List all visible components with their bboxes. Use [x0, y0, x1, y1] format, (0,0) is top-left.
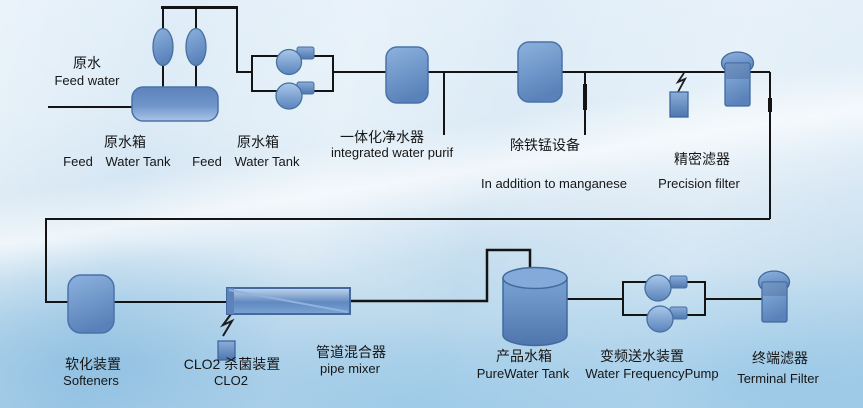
water-tank-2-label-zh: 原水箱 — [237, 134, 279, 150]
product-water-tank-vessel — [502, 266, 568, 347]
softener-label-en: Softeners — [63, 373, 119, 388]
feed-water-label-en: Feed water — [54, 73, 120, 88]
loop-pump-1 — [275, 48, 303, 76]
water-tank-1-label-en: Water Tank — [105, 154, 171, 169]
dosing-point-top — [669, 72, 689, 118]
purifier-label-zh: 一体化净水器 — [340, 129, 424, 145]
terminal-filter-label-en: Terminal Filter — [737, 371, 819, 386]
terminal-filter-vessel — [757, 270, 791, 323]
frequency-pumps — [644, 274, 688, 333]
feed-water-tank-1-vessel — [131, 27, 219, 122]
product-tank-label-en: PureWater Tank — [476, 366, 570, 381]
mixer-diagonal — [228, 289, 349, 313]
clo2-dosing-point — [217, 313, 236, 361]
pipe-header-drop — [236, 7, 253, 73]
frequency-pump-label-zh: 变频送水装置 — [600, 348, 684, 364]
softener-label-zh: 软化装置 — [65, 356, 121, 372]
loop-pump-4 — [646, 305, 674, 333]
clo2-dosing-tank — [217, 340, 236, 361]
water-tank-2-label-en: Water Tank — [234, 154, 300, 169]
lightning-icon — [675, 72, 688, 93]
feed-pump-2 — [185, 27, 207, 67]
frequency-pump-label-en: Water FrequencyPump — [585, 366, 719, 381]
pipe-mixer-to-tank — [349, 248, 532, 303]
precision-filter-vessel — [720, 51, 755, 107]
loop-pump-3 — [644, 274, 672, 302]
dosing-tank-top — [669, 91, 689, 118]
purifier-label-en: integrated water purif — [330, 145, 454, 160]
product-tank-label-zh: 产品水箱 — [496, 348, 552, 364]
terminal-filter-label-zh: 终端滤器 — [752, 350, 808, 366]
feed-water-tank-2-pumps — [275, 46, 315, 110]
clo2-label-zh: CLO2 杀菌装置 — [183, 356, 281, 372]
water-tank-1-label-zh: 原水箱 — [104, 134, 146, 150]
manganese-label-en: In addition to manganese — [481, 176, 627, 191]
iron-manganese-vessel — [517, 41, 563, 103]
pump-outlet-3 — [669, 275, 688, 289]
lightning-icon — [219, 313, 235, 337]
precision-filter-label-zh: 精密滤器 — [674, 151, 730, 167]
integrated-purifier-vessel — [385, 46, 429, 104]
pipe-return-line — [45, 218, 770, 303]
loop-pump-2 — [275, 82, 303, 110]
water-tank-1-label-feed: Feed — [63, 154, 93, 169]
water-tank-2-label-feed: Feed — [192, 154, 222, 169]
pipe-mixer-label-zh: 管道混合器 — [316, 344, 386, 360]
pipe-mixer-label-en: pipe mixer — [320, 361, 380, 376]
feed-water-label-zh: 原水 — [73, 55, 101, 71]
precision-filter-label-en: Precision filter — [658, 176, 740, 191]
pipe-mixer-vessel — [226, 287, 351, 315]
softener-vessel — [67, 274, 115, 334]
manganese-label-zh: 除铁锰设备 — [510, 137, 580, 153]
feed-pump-1 — [152, 27, 174, 67]
clo2-label-en: CLO2 — [214, 373, 248, 388]
